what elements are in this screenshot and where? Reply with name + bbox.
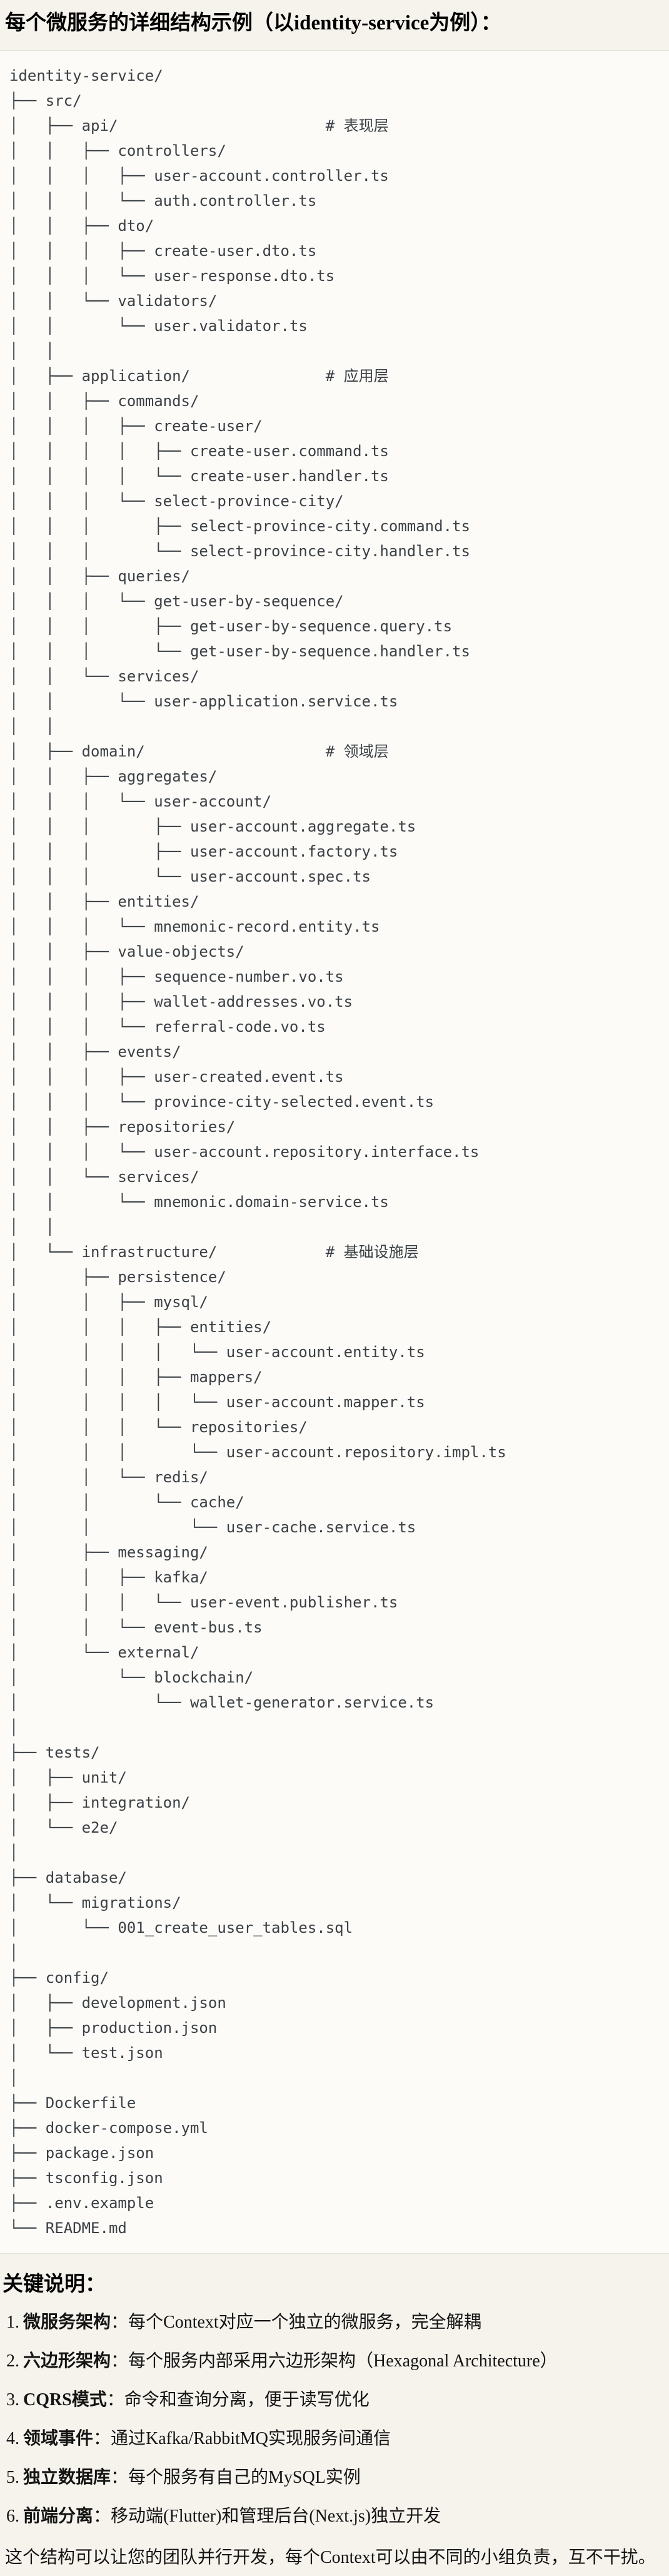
note-item: 6.前端分离：移动端(Flutter)和管理后台(Next.js)独立开发: [6, 2504, 664, 2528]
note-item-label: 六边形架构: [23, 2351, 111, 2371]
note-item: 4.领域事件：通过Kafka/RabbitMQ实现服务间通信: [6, 2426, 664, 2451]
note-item: 5.独立数据库：每个服务有自己的MySQL实例: [6, 2465, 664, 2490]
note-item-number: 2.: [6, 2351, 19, 2371]
note-item-text: ：每个服务内部采用六边形架构（Hexagonal Architecture）: [111, 2351, 558, 2371]
note-item-label: CQRS模式: [23, 2390, 107, 2410]
note-item-label: 前端分离: [23, 2507, 94, 2526]
note-item: 3.CQRS模式：命令和查询分离，便于读写优化: [6, 2388, 664, 2412]
note-item-text: ：通过Kafka/RabbitMQ实现服务间通信: [93, 2429, 391, 2448]
closing-paragraph: 这个结构可以让您的团队并行开发，每个Context可以由不同的小组负责，互不干扰…: [5, 2548, 656, 2567]
note-item-number: 5.: [6, 2468, 19, 2487]
note-item-label: 独立数据库: [23, 2468, 111, 2487]
note-item-number: 1.: [6, 2313, 19, 2332]
note-item-text: ：命令和查询分离，便于读写优化: [106, 2390, 370, 2410]
note-item-text: ：移动端(Flutter)和管理后台(Next.js)独立开发: [93, 2507, 441, 2526]
directory-tree-code-block: identity-service/ ├── src/ │ ├── api/ # …: [0, 50, 669, 2254]
note-item-label: 微服务架构: [23, 2313, 111, 2332]
note-item-number: 4.: [6, 2429, 19, 2448]
directory-tree: identity-service/ ├── src/ │ ├── api/ # …: [9, 67, 506, 2237]
note-item: 1.微服务架构：每个Context对应一个独立的微服务，完全解耦: [6, 2310, 664, 2334]
page-title: 每个微服务的详细结构示例（以identity-service为例）：: [5, 12, 501, 34]
note-item: 2.六边形架构：每个服务内部采用六边形架构（Hexagonal Architec…: [6, 2349, 664, 2373]
notes-heading: 关键说明：: [3, 2273, 106, 2296]
note-item-number: 3.: [6, 2390, 19, 2410]
note-item-number: 6.: [6, 2507, 19, 2526]
notes-section: 关键说明： 1.微服务架构：每个Context对应一个独立的微服务，完全解耦 2.…: [0, 2270, 669, 2570]
note-item-label: 领域事件: [23, 2429, 94, 2448]
note-item-text: ：每个Context对应一个独立的微服务，完全解耦: [111, 2313, 481, 2332]
note-item-text: ：每个服务有自己的MySQL实例: [111, 2468, 361, 2487]
